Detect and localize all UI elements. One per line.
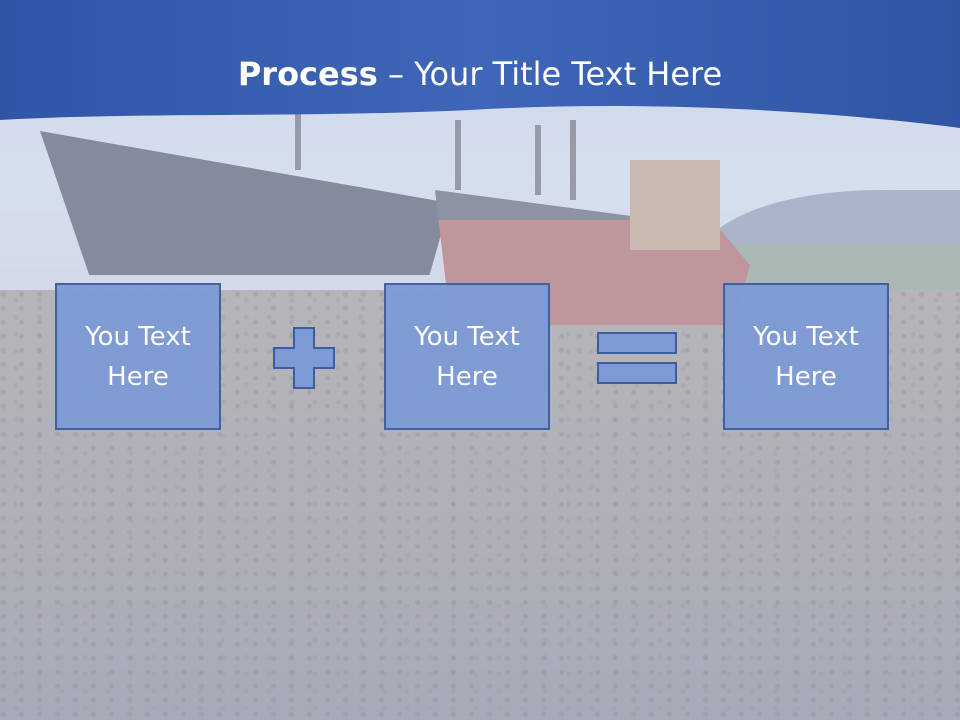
box-text-line2: Here [436,361,498,392]
box-text-line2: Here [107,361,169,392]
title-strong: Process [237,55,378,93]
box-text-line1: You Text [414,321,520,352]
banner-wave-shape [0,0,960,128]
ship-mast [535,125,541,195]
ship-mast [570,120,576,200]
background-ship-cabin [630,160,720,250]
box-text-line1: You Text [753,321,859,352]
ship-mast [455,120,461,190]
process-box-3[interactable]: You Text Here [723,283,889,430]
plus-icon [273,327,335,389]
slide-title[interactable]: Process – Your Title Text Here [0,52,960,96]
process-box-2[interactable]: You Text Here [384,283,550,430]
title-rest: – Your Title Text Here [377,55,723,93]
equals-icon [597,332,677,384]
process-box-1[interactable]: You Text Here [55,283,221,430]
title-banner: Process – Your Title Text Here [0,0,960,140]
box-text-line2: Here [775,361,837,392]
ship-mast [295,110,301,170]
box-text-line1: You Text [85,321,191,352]
